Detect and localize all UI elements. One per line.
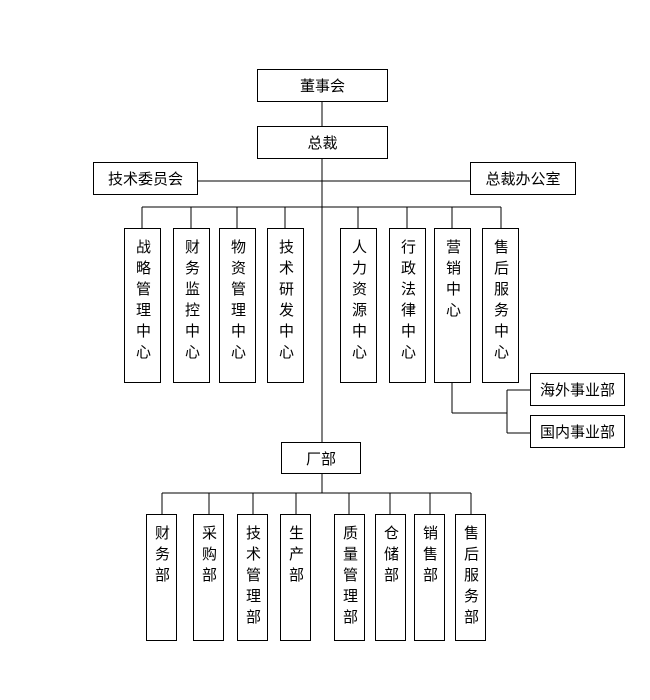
dept-tech-mgmt-box: 技术管理部: [237, 514, 268, 641]
center-strategy-box: 战略管理中心: [124, 228, 161, 383]
center-materials-box: 物资管理中心: [219, 228, 256, 383]
tech-committee-box: 技术委员会: [93, 162, 198, 195]
center-legal-box: 行政法律中心: [389, 228, 426, 383]
center-aftersales-box: 售后服务中心: [482, 228, 519, 383]
board-box: 董事会: [257, 69, 388, 102]
center-marketing-box: 营销中心: [434, 228, 471, 383]
president-box: 总裁: [257, 126, 388, 159]
dept-finance-box: 财务部: [146, 514, 177, 641]
center-rnd-box: 技术研发中心: [267, 228, 304, 383]
dept-purchasing-box: 采购部: [193, 514, 224, 641]
center-hr-box: 人力资源中心: [340, 228, 377, 383]
dept-quality-box: 质量管理部: [334, 514, 365, 641]
dept-warehouse-box: 仓储部: [375, 514, 406, 641]
center-finance-box: 财务监控中心: [173, 228, 210, 383]
dept-sales-box: 销售部: [414, 514, 445, 641]
factory-box: 厂部: [281, 442, 361, 474]
domestic-division-box: 国内事业部: [530, 415, 625, 448]
dept-production-box: 生产部: [280, 514, 311, 641]
dept-aftersales-box: 售后服务部: [455, 514, 486, 641]
overseas-division-box: 海外事业部: [530, 373, 625, 406]
president-office-box: 总裁办公室: [470, 162, 576, 195]
